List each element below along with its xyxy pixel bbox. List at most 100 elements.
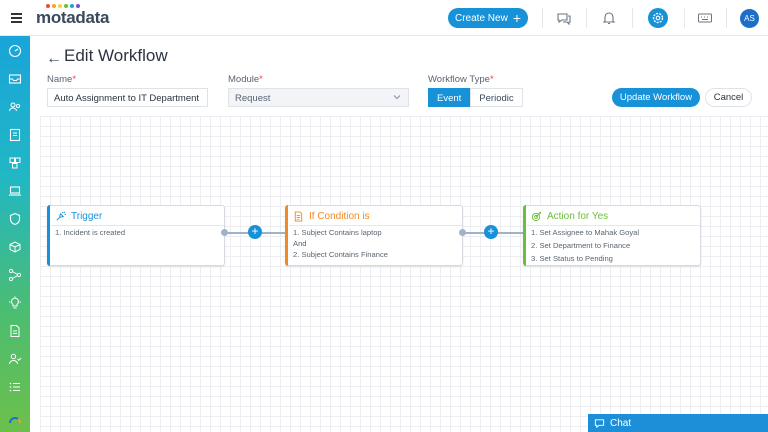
logo-text: motadata (36, 8, 110, 27)
sidebar-item-users[interactable] (8, 100, 22, 114)
lightbulb-icon (9, 296, 21, 309)
workflow-type-label: Workflow Type* (428, 74, 494, 85)
top-bar: motadata Create New + AS (0, 0, 768, 36)
sidebar-item-tasks[interactable] (8, 380, 22, 394)
plus-icon: + (512, 10, 521, 26)
connector-dot[interactable] (221, 229, 228, 236)
shield-icon (9, 212, 21, 226)
sidebar (0, 36, 30, 432)
sidebar-item-devices[interactable] (8, 184, 22, 198)
inbox-icon (8, 74, 22, 84)
divider (542, 8, 543, 28)
action-node[interactable]: Action for Yes 1. Set Assignee to Mahak … (523, 205, 701, 266)
chat-label: Chat (610, 417, 632, 429)
page-title: Edit Workflow (64, 46, 168, 65)
action-title: Action for Yes (547, 210, 609, 222)
gear-icon (652, 12, 664, 24)
keyboard-icon[interactable] (697, 10, 713, 26)
divider (632, 8, 633, 28)
app-logo[interactable]: motadata (36, 4, 110, 28)
flow-icon (8, 268, 22, 282)
trigger-node[interactable]: Trigger 1. Incident is created (47, 205, 225, 266)
trigger-title: Trigger (71, 210, 103, 222)
divider (289, 225, 462, 226)
node-header: Trigger (55, 209, 102, 223)
condition-document-icon (294, 210, 303, 222)
node-accent (47, 205, 50, 266)
required-mark: * (489, 74, 494, 85)
add-step-button[interactable]: + (248, 225, 262, 239)
required-mark: * (72, 74, 77, 85)
condition-line: 1. Subject Contains laptop (293, 228, 382, 237)
add-step-button[interactable]: + (484, 225, 498, 239)
sidebar-item-ideas[interactable] (8, 296, 22, 310)
sidebar-item-loader[interactable] (8, 414, 22, 428)
menu-icon[interactable] (11, 13, 22, 23)
list-icon (9, 382, 20, 392)
action-line: 2. Set Department to Finance (531, 241, 631, 250)
sidebar-item-workflow[interactable] (8, 268, 22, 282)
sidebar-item-assets[interactable] (8, 156, 22, 170)
name-label: Name* (47, 74, 76, 85)
chat-bubble-icon[interactable] (556, 10, 572, 26)
create-new-button[interactable]: Create New + (448, 8, 528, 28)
trigger-icon (56, 211, 66, 220)
sidebar-item-dashboard[interactable] (8, 44, 22, 58)
bell-icon[interactable] (601, 10, 617, 26)
divider (684, 8, 685, 28)
workflow-canvas[interactable] (40, 116, 768, 432)
sidebar-item-approvals[interactable] (8, 352, 22, 366)
workflow-type-toggle: Event Periodic (428, 88, 523, 107)
chat-icon (594, 418, 605, 428)
cancel-button[interactable]: Cancel (705, 88, 752, 107)
chevron-down-icon (393, 95, 401, 100)
module-select[interactable]: Request (228, 88, 409, 107)
name-label-text: Name (47, 74, 73, 85)
book-icon (9, 128, 21, 142)
action-line: 3. Set Status to Pending (531, 254, 613, 263)
chat-bar[interactable]: Chat (588, 414, 768, 432)
action-line: 1. Set Assignee to Mahak Goyal (531, 228, 640, 237)
module-label-text: Module (228, 74, 260, 85)
create-new-label: Create New (455, 12, 508, 24)
workflow-type-periodic[interactable]: Periodic (470, 88, 523, 107)
sidebar-item-knowledge[interactable] (8, 128, 22, 142)
update-workflow-button[interactable]: Update Workflow (612, 88, 700, 107)
box-icon (9, 241, 21, 253)
settings-button[interactable] (648, 8, 668, 28)
divider (527, 225, 700, 226)
condition-title: If Condition is (309, 210, 370, 222)
sidebar-item-packages[interactable] (8, 240, 22, 254)
connector-dot[interactable] (459, 229, 466, 236)
module-value: Request (235, 93, 271, 104)
workflow-type-event[interactable]: Event (428, 88, 471, 107)
user-check-icon (9, 353, 22, 365)
condition-line: 2. Subject Contains Finance (293, 250, 388, 259)
divider (51, 225, 224, 226)
avatar[interactable]: AS (740, 9, 759, 28)
laptop-icon (9, 186, 21, 196)
divider (586, 8, 587, 28)
sidebar-item-reports[interactable] (8, 324, 22, 338)
sidebar-item-security[interactable] (8, 212, 22, 226)
condition-node[interactable]: If Condition is 1. Subject Contains lapt… (285, 205, 463, 266)
cubes-icon (9, 157, 21, 169)
document-icon (10, 325, 20, 337)
node-header: Action for Yes (531, 209, 608, 223)
divider (726, 8, 727, 28)
action-target-icon (531, 211, 542, 221)
spinner-icon (9, 417, 21, 424)
dashboard-icon (8, 44, 22, 58)
sidebar-item-requests[interactable] (8, 72, 22, 86)
condition-operator: And (293, 239, 307, 248)
logo-dots (46, 4, 86, 10)
module-label: Module* (228, 74, 263, 85)
workflow-type-label-text: Workflow Type (428, 74, 490, 85)
node-header: If Condition is (293, 209, 370, 223)
trigger-line: 1. Incident is created (55, 228, 126, 237)
required-mark: * (259, 74, 263, 85)
back-arrow-icon[interactable]: ← (46, 50, 62, 67)
node-accent (285, 205, 288, 266)
users-icon (9, 102, 21, 112)
name-field[interactable]: Auto Assignment to IT Department (47, 88, 208, 107)
